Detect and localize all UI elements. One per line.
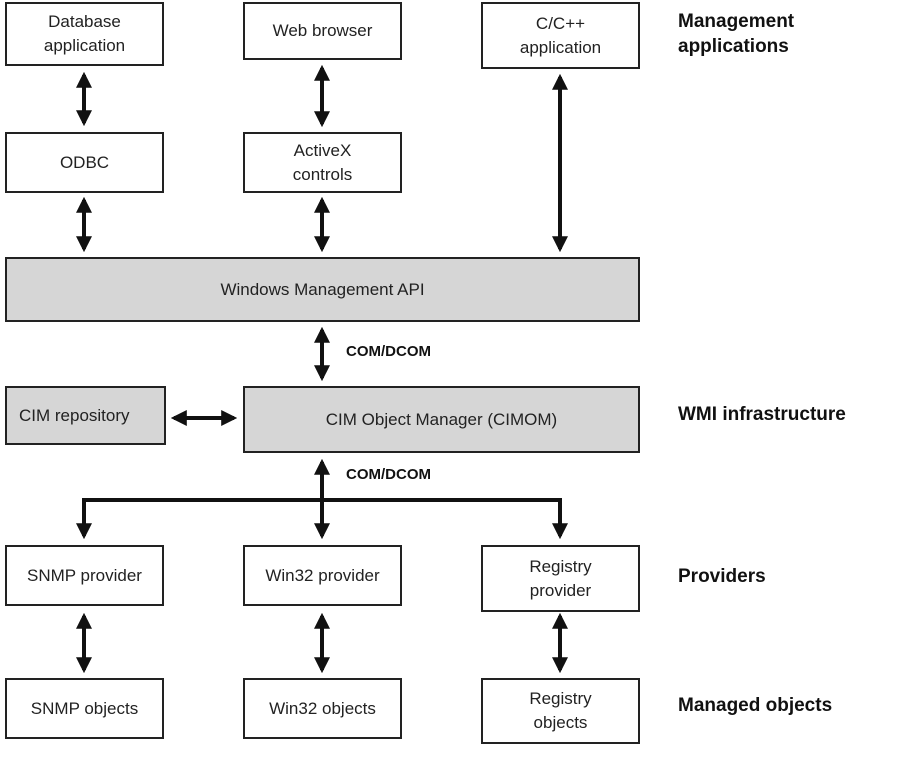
provider-bus	[76, 498, 568, 540]
registry-objects-box: Registry objects	[481, 678, 640, 744]
cimom-box: CIM Object Manager (CIMOM)	[243, 386, 640, 453]
cim-repository-box: CIM repository	[5, 386, 166, 445]
registry-provider-box: Registry provider	[481, 545, 640, 612]
activex-controls-box: ActiveX controls	[243, 132, 402, 193]
database-application-box: Database application	[5, 2, 164, 66]
win32-provider-box: Win32 provider	[243, 545, 402, 606]
web-browser-box: Web browser	[243, 2, 402, 60]
windows-management-api-box: Windows Management API	[5, 257, 640, 322]
tier-label-management: Management applications	[678, 11, 795, 58]
snmp-objects-box: SNMP objects	[5, 678, 164, 739]
tier-label-providers: Providers	[678, 566, 766, 587]
tier-label-managed: Managed objects	[678, 695, 833, 716]
com-dcom-label-upper: COM/DCOM	[346, 343, 431, 360]
cpp-application-box: C/C++ application	[481, 2, 640, 69]
tier-label-infrastructure: WMI infrastructure	[678, 404, 846, 425]
win32-objects-box: Win32 objects	[243, 678, 402, 739]
odbc-box: ODBC	[5, 132, 164, 193]
com-dcom-label-lower: COM/DCOM	[346, 466, 431, 483]
snmp-provider-box: SNMP provider	[5, 545, 164, 606]
